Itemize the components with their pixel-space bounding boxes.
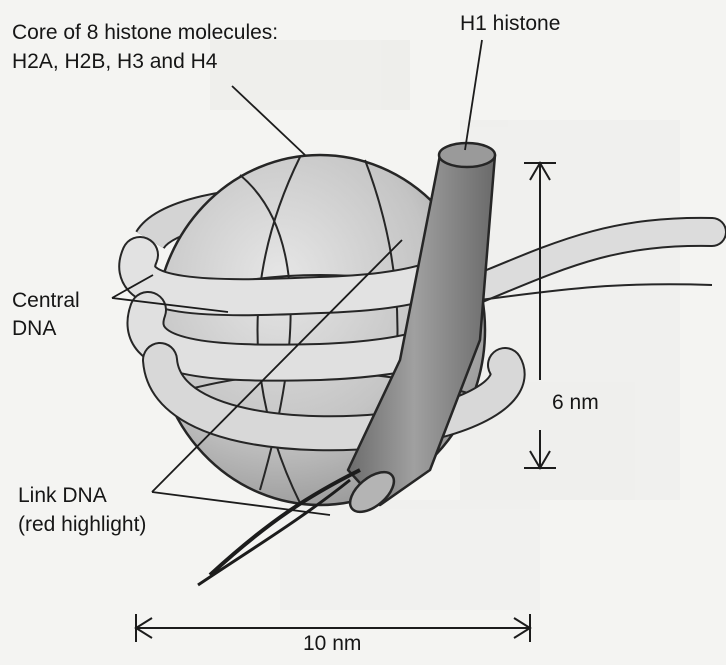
link-dna-label-line2: (red highlight) [18,511,146,538]
central-dna-label-line2: DNA [12,315,56,342]
core-label-line1: Core of 8 histone molecules: [12,19,278,46]
central-dna-label-line1: Central [12,287,80,314]
core-label-line2: H2A, H2B, H3 and H4 [12,48,217,75]
width-dimension-label: 10 nm [303,630,361,657]
height-dimension-label: 6 nm [552,389,599,416]
link-dna-label-line1: Link DNA [18,482,107,509]
h1-histone-label: H1 histone [460,10,560,37]
